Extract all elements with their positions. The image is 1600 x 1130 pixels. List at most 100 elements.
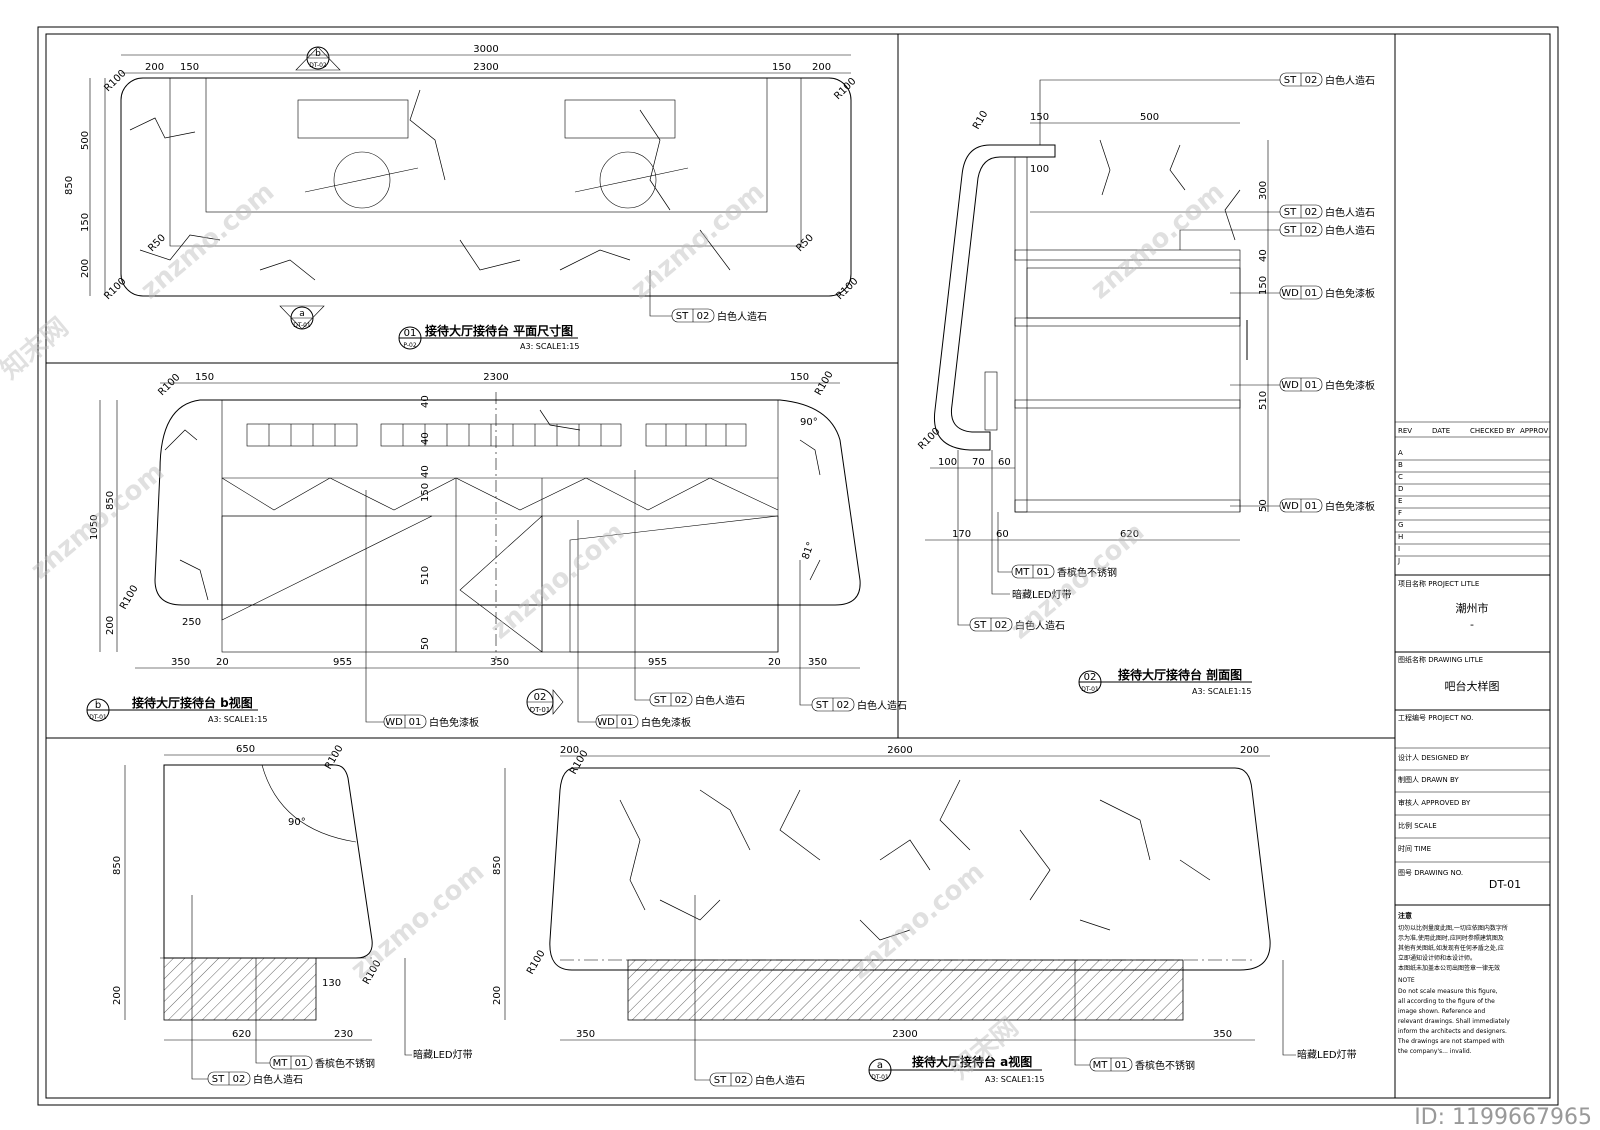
svg-text:znzmo.com: znzmo.com bbox=[1085, 177, 1230, 305]
section-callout-led: 暗藏LED灯带 bbox=[1012, 588, 1072, 601]
svg-text:G: G bbox=[1398, 521, 1403, 529]
svg-text:02: 02 bbox=[1305, 75, 1318, 86]
plan-marker-a-sheet: DT-01 bbox=[293, 322, 311, 329]
svg-text:Do not scale measure this figu: Do not scale measure this figure, bbox=[1398, 988, 1498, 995]
aview-base-hatch bbox=[627, 959, 1184, 1021]
plan-marker-a-letter: a bbox=[299, 309, 305, 319]
svg-text:DT-01: DT-01 bbox=[871, 1074, 889, 1081]
bview-callout-2: 白色免漆板 bbox=[641, 716, 691, 729]
plan-dim-right-b: 150 bbox=[772, 62, 791, 73]
svg-text:200: 200 bbox=[492, 986, 503, 1005]
svg-text:1050: 1050 bbox=[89, 515, 100, 540]
plan-dim-h-overall: 850 bbox=[64, 176, 75, 195]
plan-chair-left bbox=[333, 151, 391, 209]
svg-text:02: 02 bbox=[995, 620, 1008, 631]
svg-text:01: 01 bbox=[1115, 1060, 1128, 1071]
bview-socket-left bbox=[246, 423, 358, 447]
svg-text:REV: REV bbox=[1398, 427, 1412, 435]
svg-text:02: 02 bbox=[233, 1074, 246, 1085]
aview-title: 接待大厅接待台 a视图 bbox=[912, 1054, 1032, 1069]
svg-text:WD: WD bbox=[597, 717, 615, 728]
svg-text:DT-01: DT-01 bbox=[530, 706, 550, 714]
svg-text:02: 02 bbox=[534, 692, 547, 703]
svg-text:170: 170 bbox=[952, 529, 971, 540]
svg-text:01: 01 bbox=[1305, 380, 1318, 391]
svg-text:01: 01 bbox=[295, 1058, 308, 1069]
plan-dim-h-b: 150 bbox=[80, 213, 91, 232]
svg-text:02: 02 bbox=[675, 695, 688, 706]
svg-text:DT-01: DT-01 bbox=[89, 714, 107, 721]
rev-rows: A B C D E F G H I J bbox=[1395, 449, 1550, 565]
svg-text:200: 200 bbox=[105, 616, 116, 635]
svg-text:白色人造石: 白色人造石 bbox=[1325, 224, 1375, 237]
svg-text:B: B bbox=[1398, 461, 1403, 469]
section-callouts-right: ST 02 白色人造石 ST 02 白色人造石 ST 02 白色人造石 WD 0… bbox=[1279, 72, 1375, 513]
svg-text:20: 20 bbox=[216, 657, 229, 668]
plan-dim-overall: 3000 bbox=[473, 44, 498, 55]
svg-text:知末网: 知末网 bbox=[0, 312, 74, 385]
svg-text:500: 500 bbox=[1140, 112, 1159, 123]
svg-text:白色人造石: 白色人造石 bbox=[1325, 206, 1375, 219]
svg-text:02: 02 bbox=[697, 311, 710, 322]
svg-text:150: 150 bbox=[420, 483, 431, 502]
svg-text:a: a bbox=[877, 1060, 883, 1071]
svg-text:MT: MT bbox=[1015, 567, 1031, 578]
plan-dim-h-a: 500 bbox=[80, 131, 91, 150]
svg-text:WD: WD bbox=[1281, 380, 1299, 391]
svg-text:J: J bbox=[1397, 557, 1400, 565]
svg-text:R100: R100 bbox=[813, 369, 836, 397]
svg-text:230: 230 bbox=[334, 1029, 353, 1040]
svg-text:WD: WD bbox=[385, 717, 403, 728]
svg-text:02: 02 bbox=[1305, 207, 1318, 218]
svg-text:ST: ST bbox=[1284, 207, 1297, 218]
svg-text:01: 01 bbox=[1037, 567, 1050, 578]
svg-text:50: 50 bbox=[1258, 499, 1269, 512]
svg-text:R100: R100 bbox=[118, 583, 141, 611]
svg-text:审核人 APPROVED BY: 审核人 APPROVED BY bbox=[1398, 798, 1471, 807]
svg-text:A: A bbox=[1398, 449, 1403, 457]
svg-text:40: 40 bbox=[420, 465, 431, 478]
side-callout-steel: 香槟色不锈钢 bbox=[315, 1057, 375, 1070]
outer-frame bbox=[37, 26, 1559, 1106]
section-callout-stone: 白色人造石 bbox=[1015, 619, 1065, 632]
svg-text:H: H bbox=[1398, 533, 1403, 541]
plan-callout-text: 白色人造石 bbox=[717, 310, 767, 323]
plan-r100-br: R100 bbox=[834, 276, 860, 302]
svg-text:WD: WD bbox=[1281, 288, 1299, 299]
svg-text:01: 01 bbox=[621, 717, 634, 728]
svg-text:比例 SCALE: 比例 SCALE bbox=[1398, 821, 1437, 830]
svg-text:300: 300 bbox=[1258, 181, 1269, 200]
svg-text:510: 510 bbox=[1258, 391, 1269, 410]
svg-text:MT: MT bbox=[1093, 1060, 1109, 1071]
inner-frame bbox=[45, 33, 1551, 1099]
svg-text:ST: ST bbox=[714, 1075, 727, 1086]
bview-outline bbox=[154, 399, 861, 606]
bview-angle-b: 81° bbox=[800, 541, 816, 561]
section-callout-steel: 香槟色不锈钢 bbox=[1057, 566, 1117, 579]
side-callout-led: 暗藏LED灯带 bbox=[413, 1048, 473, 1061]
b-view: 150 2300 150 1050 850 200 40 40 40 150 5… bbox=[86, 369, 907, 729]
svg-text:ST: ST bbox=[816, 700, 829, 711]
svg-text:image shown. Reference and: image shown. Reference and bbox=[1398, 1008, 1485, 1015]
plan-dim-right-a: 200 bbox=[812, 62, 831, 73]
svg-text:时间 TIME: 时间 TIME bbox=[1398, 844, 1431, 853]
plan-r50-l: R50 bbox=[146, 232, 168, 254]
section-shelf bbox=[1014, 399, 1241, 409]
plan-dim-mid: 2300 bbox=[473, 62, 498, 73]
svg-text:白色免漆板: 白色免漆板 bbox=[1325, 500, 1375, 513]
bview-callout-3: 白色人造石 bbox=[695, 694, 745, 707]
svg-text:02: 02 bbox=[1084, 672, 1097, 683]
svg-text:图号 DRAWING NO.: 图号 DRAWING NO. bbox=[1398, 869, 1463, 877]
bview-title: 接待大厅接待台 b视图 bbox=[132, 695, 253, 710]
svg-text:znzmo.com: znzmo.com bbox=[625, 177, 770, 305]
section-scale: A3: SCALE1:15 bbox=[1192, 687, 1251, 696]
svg-text:其他有关图纸,如发现有任何矛盾之处,应: 其他有关图纸,如发现有任何矛盾之处,应 bbox=[1398, 944, 1504, 952]
svg-text:F: F bbox=[1398, 509, 1402, 517]
svg-text:2300: 2300 bbox=[483, 372, 508, 383]
svg-text:02: 02 bbox=[1305, 225, 1318, 236]
svg-text:ST: ST bbox=[654, 695, 667, 706]
svg-text:850: 850 bbox=[492, 856, 503, 875]
svg-text:350: 350 bbox=[171, 657, 190, 668]
bview-callout-4: 白色人造石 bbox=[857, 699, 907, 712]
svg-text:150: 150 bbox=[1030, 112, 1049, 123]
